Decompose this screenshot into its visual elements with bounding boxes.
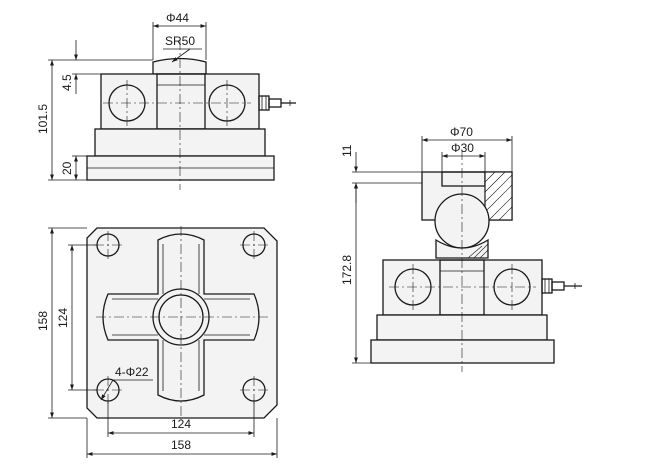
dim-hole-spacing-vertical: 124: [56, 308, 70, 328]
dim-holes: 4-Φ22: [115, 365, 149, 379]
top-cap: [152, 57, 207, 75]
dim-plan-height: 158: [36, 311, 50, 331]
side-top-plate-section: [484, 171, 513, 221]
dim-top-plate-dia: Φ70: [450, 125, 473, 139]
dim-top-plate-thickness: 11: [340, 144, 354, 157]
dim-inner-dia: Φ30: [451, 141, 474, 155]
side-connector: [541, 278, 553, 294]
dim-sphere-radius: SR50: [165, 34, 195, 48]
front-connector: [258, 95, 270, 111]
plan-view: 158 124 4-Φ22 124 158: [36, 226, 278, 458]
side-ball: [434, 193, 490, 249]
dim-top-dia: Φ44: [166, 11, 189, 25]
dim-total-height-front: 101.5: [36, 104, 50, 134]
dim-base-height: 20: [60, 161, 74, 175]
side-main-body: [382, 259, 543, 316]
side-view: Φ70 Φ30 11 172.8: [340, 125, 582, 372]
side-base-plate: [370, 339, 555, 364]
dim-total-height-side: 172.8: [340, 255, 354, 285]
front-view: Φ44 SR50 4.5 101.5 20: [36, 11, 296, 190]
dim-plan-width: 158: [171, 438, 191, 452]
dim-cap-height: 4.5: [60, 74, 74, 91]
dim-hole-spacing-horizontal: 124: [171, 417, 191, 431]
